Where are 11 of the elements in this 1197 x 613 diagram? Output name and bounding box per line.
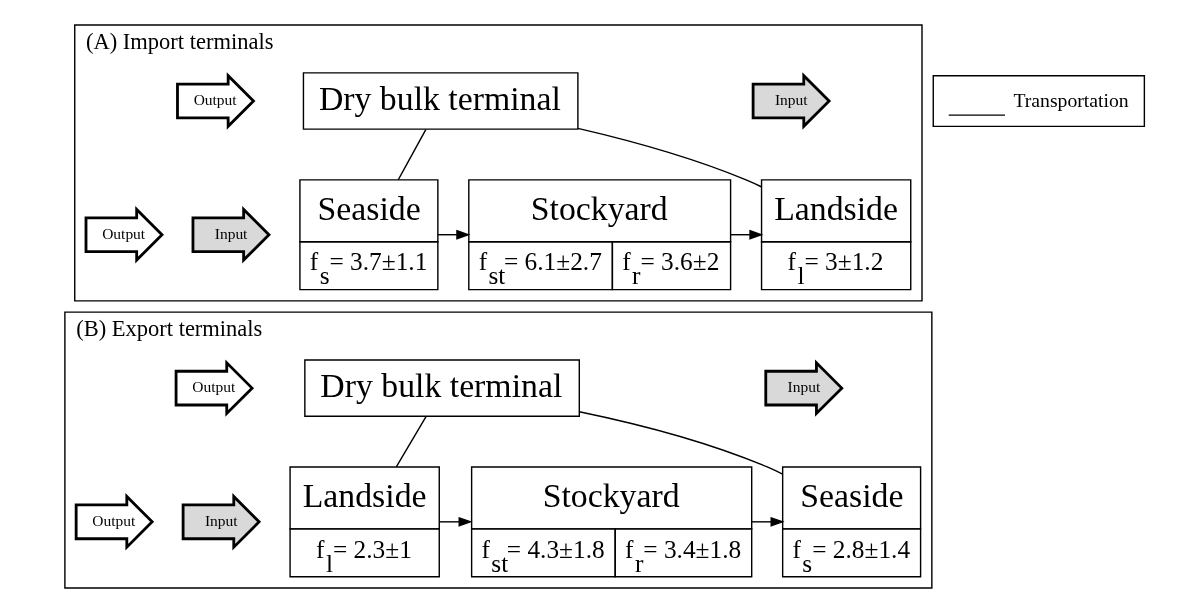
connector	[395, 415, 427, 468]
arrow	[749, 516, 785, 527]
arrow	[438, 516, 473, 527]
connector	[397, 128, 426, 181]
node-box: Dry bulk terminal	[303, 359, 580, 417]
node-box: Dry bulk terminal	[302, 72, 579, 130]
connector	[576, 127, 762, 188]
legend-label: Transportation	[1012, 88, 1129, 111]
arrow	[436, 229, 470, 240]
connector	[578, 411, 783, 475]
arrow	[729, 229, 763, 240]
